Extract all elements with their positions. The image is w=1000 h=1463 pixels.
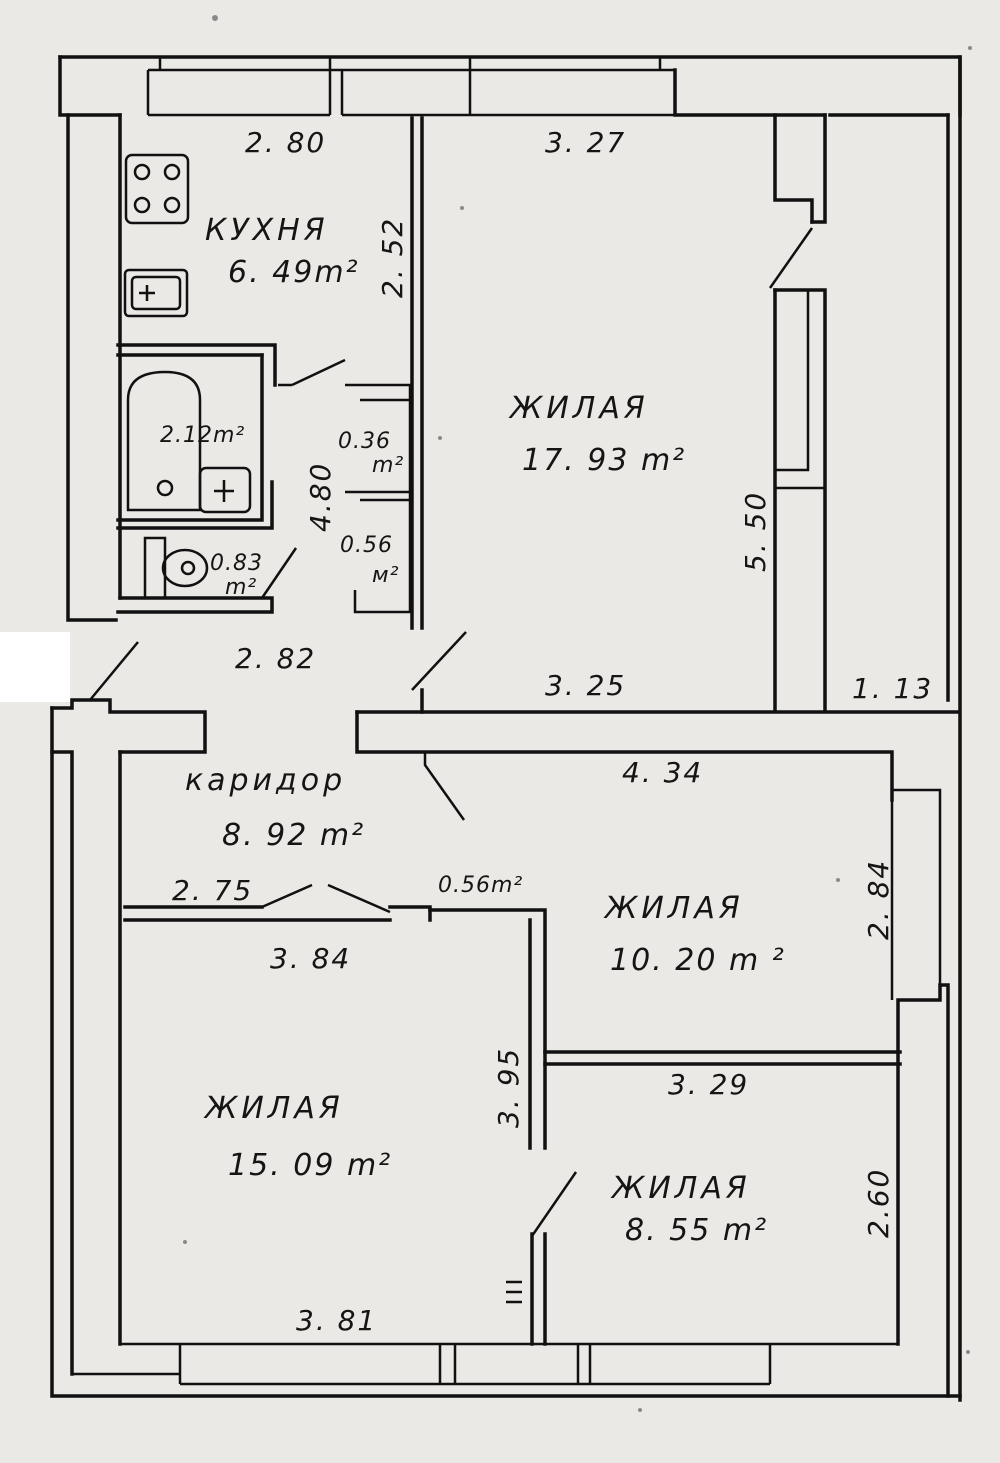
dim-living-large-side: 5. 50 [739, 491, 772, 572]
corridor-area: 8. 92 m² [222, 818, 365, 853]
doors [89, 227, 814, 1237]
bathroom-area: 2.12m² [160, 423, 245, 448]
dim-mid-room-side: 2. 84 [862, 859, 895, 940]
dim-living-large-bottom: 3. 25 [545, 669, 626, 702]
exterior-walls [50, 55, 962, 1402]
washbasin-icon [198, 466, 252, 514]
door-entrance [89, 641, 139, 701]
interior-walls [116, 113, 960, 1346]
door-left-room-b [327, 883, 391, 914]
dim-corridor-width: 2. 75 [172, 874, 253, 907]
bathtub-icon [126, 370, 202, 512]
paper-scrap [0, 632, 70, 702]
door-bath [278, 358, 346, 387]
closet-upper-unit: m² [372, 453, 404, 478]
toilet-unit: m² [225, 575, 257, 600]
door-bath-lower [260, 547, 298, 599]
paper-specks [183, 15, 972, 1412]
dim-wc-block-height: 4.80 [304, 462, 337, 532]
dim-small-room-side: 2.60 [862, 1168, 895, 1238]
corridor-label: каридор [185, 763, 346, 798]
dim-kitchen-depth: 2. 52 [376, 217, 409, 298]
door-small-room [530, 1171, 578, 1237]
dim-left-room-top: 3. 84 [270, 942, 351, 975]
living-small-area: 8. 55 m² [625, 1213, 768, 1248]
dim-balcony-width: 1. 13 [852, 672, 933, 705]
kitchen-label: КУХНЯ [205, 213, 329, 248]
door-hall-living [411, 631, 467, 691]
kitchen-area: 6. 49m² [228, 255, 360, 290]
living-large-area: 17. 93 m² [522, 443, 686, 478]
living-left-area: 15. 09 m² [228, 1148, 392, 1183]
closet-lower-unit: м² [372, 563, 399, 588]
dim-hall-width: 2. 82 [235, 642, 316, 675]
living-mid-area: 10. 20 m ² [610, 943, 786, 978]
living-large-label: ЖИЛАЯ [508, 391, 649, 426]
living-left-label: ЖИЛАЯ [203, 1091, 344, 1126]
dim-mid-room-top: 4. 34 [622, 756, 703, 789]
door-left-room-a [261, 883, 313, 909]
stove-icon [124, 153, 190, 225]
dim-living-large-top: 3. 27 [545, 126, 626, 159]
dim-left-room-bottom: 3. 81 [296, 1304, 377, 1337]
living-small-label: ЖИЛАЯ [610, 1171, 751, 1206]
toilet-icon [143, 536, 209, 600]
kitchen-sink-icon [123, 268, 189, 318]
dim-left-room-side: 3. 95 [492, 1047, 525, 1128]
room-labels: КУХНЯ 6. 49m² 2.12m² 0.83 m² 0.36 m² 0.5… [160, 213, 786, 1248]
closet-upper-area: 0.36 [338, 429, 391, 454]
toilet-area: 0.83 [210, 551, 263, 576]
dim-small-room-top: 3. 29 [668, 1068, 749, 1101]
smudge-marks [506, 1280, 522, 1304]
dimension-labels: 2. 80 2. 52 3. 27 3. 25 5. 50 4.80 2. 82… [172, 126, 933, 1337]
living-mid-label: ЖИЛАЯ [603, 891, 744, 926]
door-living-large [768, 227, 814, 289]
door-corridor-mid [423, 752, 466, 821]
closet-corridor-area: 0.56m² [438, 873, 523, 898]
closet-lower-area: 0.56 [340, 533, 393, 558]
dim-kitchen-width: 2. 80 [245, 126, 326, 159]
